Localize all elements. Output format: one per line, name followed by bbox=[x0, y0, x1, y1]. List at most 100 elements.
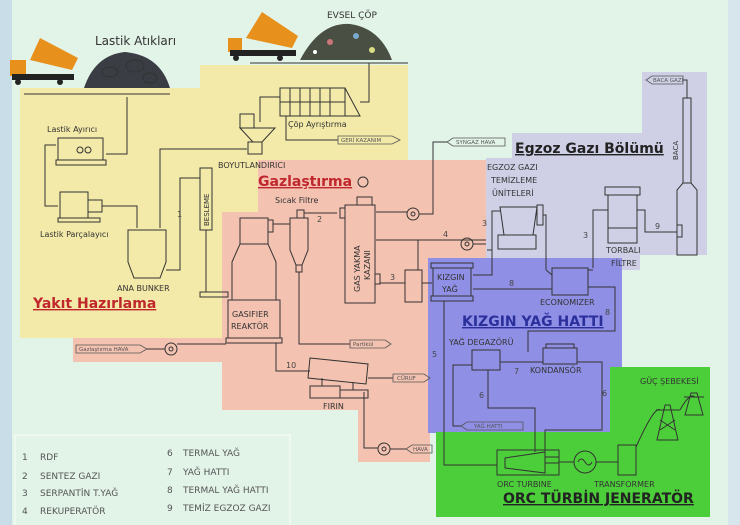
svg-text:BACA GAZI: BACA GAZI bbox=[653, 78, 684, 84]
economizer-label: ECONOMIZER bbox=[540, 298, 595, 307]
legend-num: 2 bbox=[22, 472, 28, 482]
flow-line bbox=[544, 361, 603, 455]
svg-text:HAVA: HAVA bbox=[413, 447, 428, 453]
condenser-label: KONDANSÖR bbox=[530, 365, 582, 375]
main-bunker bbox=[127, 229, 167, 279]
dump-truck-icon bbox=[228, 12, 298, 61]
power-grid-label: GÜÇ ŞEBEKESİ bbox=[640, 376, 699, 386]
legend-num: 8 bbox=[167, 486, 173, 496]
clean-exhaust-line bbox=[637, 209, 677, 233]
tire-separator bbox=[55, 137, 107, 166]
transformer bbox=[617, 444, 637, 476]
legend-label: TEMİZ EGZOZ GAZI bbox=[182, 503, 271, 514]
legend-num: 4 bbox=[22, 507, 28, 517]
kiln bbox=[307, 357, 369, 399]
feeder-label: BESLEME bbox=[203, 194, 211, 226]
hot-oil-label-2: YAĞ bbox=[441, 283, 458, 294]
gasification-air-tag: Gazlaştırma HAVA bbox=[75, 344, 148, 354]
hot-filter-cyclone bbox=[273, 209, 309, 273]
section-title-hot-oil: KIZGIN YAĞ HATTI bbox=[462, 312, 604, 330]
heat-exchanger bbox=[404, 269, 423, 303]
svg-text:Partikül: Partikül bbox=[353, 342, 374, 348]
stream-number-3: 3 bbox=[390, 273, 395, 282]
legend-label: RDF bbox=[40, 453, 58, 463]
legend-num: 3 bbox=[22, 489, 28, 499]
waste-sorting bbox=[279, 87, 361, 117]
oil-degasser-label: YAĞ DEGAZÖRÜ bbox=[448, 336, 514, 347]
legend-box bbox=[14, 434, 291, 525]
gasifier-reactor bbox=[225, 217, 283, 344]
hot-filter-label: Sıcak Filtre bbox=[275, 196, 318, 205]
tire-pile-icon bbox=[84, 52, 170, 88]
hot-oil-label-1: KIZGIN bbox=[437, 273, 465, 282]
flow-line bbox=[545, 269, 553, 276]
svg-text:GERİ KAZANIM: GERİ KAZANIM bbox=[341, 137, 381, 144]
section-title-orc: ORC TÜRBİN JENERATÖR bbox=[503, 489, 694, 507]
shredder bbox=[238, 113, 277, 155]
flow-line bbox=[592, 209, 608, 268]
hot-oil-supply-line bbox=[443, 301, 497, 466]
stream-number-6: 6 bbox=[479, 391, 484, 400]
economizer bbox=[551, 267, 589, 296]
stream-number-6b: 6 bbox=[602, 389, 607, 398]
gas-boiler bbox=[339, 176, 381, 304]
oil-degasser bbox=[471, 349, 501, 371]
stream-number-10: 10 bbox=[286, 361, 296, 370]
gasifier-label-1: GASIFIER bbox=[232, 310, 269, 319]
flow-line bbox=[106, 97, 128, 155]
condenser bbox=[542, 343, 578, 365]
region-fuel-preparation bbox=[20, 65, 408, 338]
gasifier-label-2: REAKTÖR bbox=[231, 321, 269, 331]
flow-line bbox=[285, 116, 338, 141]
garbage-pile-icon bbox=[300, 23, 392, 60]
region-exhaust bbox=[486, 72, 707, 270]
section-title-fuel-preparation: Yakıt Hazırlama bbox=[32, 296, 156, 312]
flow-line bbox=[487, 370, 536, 452]
flow-line bbox=[473, 250, 493, 276]
slag-flow-line bbox=[275, 343, 310, 372]
tire-waste-label: Lastik Atıkları bbox=[95, 34, 176, 48]
legend-label: TERMAL YAĞ HATTI bbox=[182, 484, 269, 496]
stream-number-9: 9 bbox=[655, 222, 660, 231]
svg-text:SYNGAZ HAVA: SYNGAZ HAVA bbox=[456, 140, 495, 146]
flue-gas-tag: BACA GAZI bbox=[645, 75, 684, 85]
legend-num: 9 bbox=[167, 504, 173, 514]
exhaust-cleaning-label-1: EGZOZ GAZI bbox=[487, 163, 538, 172]
flow-line bbox=[298, 272, 350, 345]
legend-num: 1 bbox=[22, 453, 28, 463]
stream-number-8b: 8 bbox=[605, 308, 610, 317]
flow-line bbox=[543, 214, 547, 270]
flow-line bbox=[452, 364, 472, 427]
particulate-tag: Partikül bbox=[349, 339, 392, 349]
exhaust-cleaning-label-3: ÜNİTELERİ bbox=[492, 188, 534, 198]
flow-line bbox=[44, 144, 58, 207]
transformer-label: TRANSFORMER bbox=[593, 480, 655, 489]
tire-separator-label: Lastik Ayırıcı bbox=[47, 125, 97, 134]
section-title-exhaust: Egzoz Gazı Bölümü bbox=[515, 141, 664, 157]
shredder-label: BOYUTLANDIRICI bbox=[218, 161, 285, 170]
slag-tag: CÜRUF bbox=[392, 373, 431, 383]
stream-number-3b: 3 bbox=[482, 219, 487, 228]
gas-boiler-label-2: KAZANI bbox=[363, 250, 372, 280]
svg-text:Gazlaştırma HAVA: Gazlaştırma HAVA bbox=[79, 347, 129, 353]
svg-text:CÜRUF: CÜRUF bbox=[397, 375, 416, 382]
stream-number-1: 1 bbox=[177, 210, 182, 219]
dump-truck-icon bbox=[10, 38, 78, 85]
flow-line bbox=[259, 96, 280, 122]
kiln-label: FIRIN bbox=[323, 402, 344, 411]
flow-line bbox=[419, 141, 447, 215]
stream-number-8: 8 bbox=[509, 279, 514, 288]
flow-line bbox=[360, 63, 370, 103]
legend-label: YAĞ HATTI bbox=[182, 466, 229, 478]
chimney-label: BACA bbox=[672, 141, 680, 160]
tire-crusher-label: Lastik Parçalayıcı bbox=[40, 230, 109, 239]
orc-turbine-label: ORC TURBINE bbox=[497, 480, 552, 489]
legend-label: SERPANTİN T.YAĞ bbox=[40, 487, 118, 499]
legend-label: SENTEZ GAZI bbox=[40, 472, 100, 482]
oil-line-tag: YAĞ HATTI bbox=[460, 421, 524, 431]
flow-line bbox=[363, 392, 378, 449]
rdf-flow-line bbox=[166, 177, 200, 271]
stream-number-2: 2 bbox=[317, 215, 322, 224]
exhaust-cleaning-label-2: TEMİZLEME bbox=[490, 175, 537, 185]
